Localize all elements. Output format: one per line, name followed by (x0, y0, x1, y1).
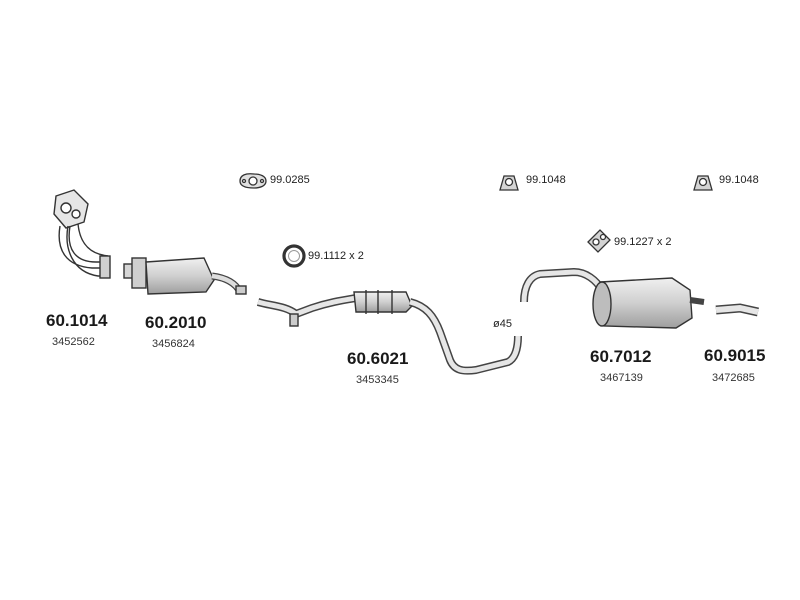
front-silencer-part (123, 257, 247, 295)
middle-pipe-part (256, 290, 522, 375)
accessory-label-hanger-2: 99.1048 (719, 174, 759, 186)
part-number-manifold: 60.1014 (46, 311, 108, 330)
gasket-icon (239, 173, 267, 189)
ring-icon (282, 244, 306, 268)
part-ref-front-silencer: 3456824 (152, 338, 195, 350)
manifold-part (53, 189, 111, 279)
part-ref-manifold: 3452562 (52, 336, 95, 348)
tail-pipe-part (715, 303, 759, 317)
diameter-label: ø45 (493, 318, 512, 330)
rubber-hanger-icon (693, 175, 713, 191)
part-ref-rear-silencer: 3467139 (600, 372, 643, 384)
rubber-mount-icon (587, 229, 611, 253)
part-number-front-silencer: 60.2010 (145, 313, 207, 332)
part-number-rear-silencer: 60.7012 (590, 347, 652, 366)
rear-silencer-part (520, 267, 705, 329)
accessory-label-mount: 99.1227 x 2 (614, 236, 672, 248)
accessory-label-gasket: 99.0285 (270, 174, 310, 186)
part-ref-middle-pipe: 3453345 (356, 374, 399, 386)
part-number-middle-pipe: 60.6021 (347, 349, 409, 368)
part-ref-tail-pipe: 3472685 (712, 372, 755, 384)
part-number-tail-pipe: 60.9015 (704, 346, 766, 365)
accessory-label-ring: 99.1112 x 2 (308, 250, 364, 262)
rubber-hanger-icon (499, 175, 519, 191)
accessory-label-hanger-1: 99.1048 (526, 174, 566, 186)
